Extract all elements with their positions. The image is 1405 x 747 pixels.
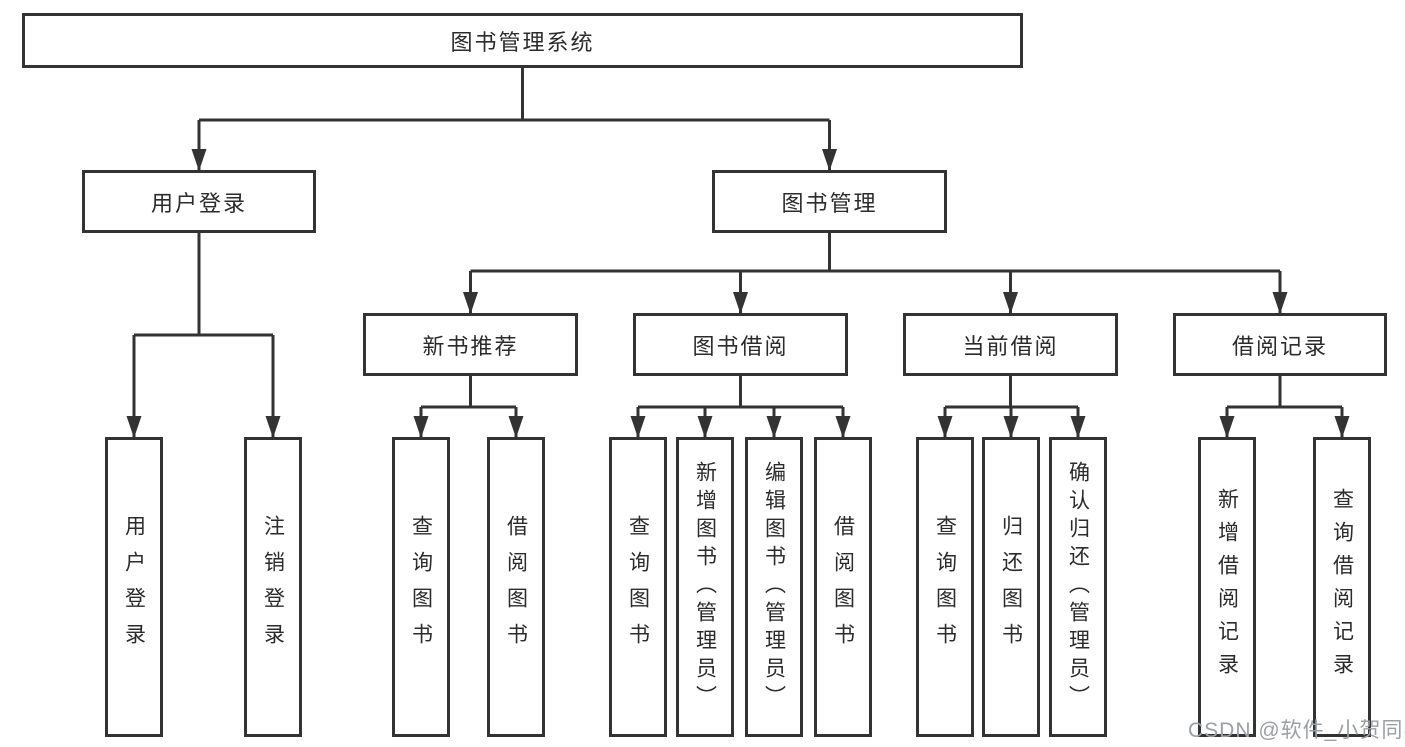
connector-borrowing-split — [638, 376, 843, 409]
node-user-login: 用户登录 — [82, 170, 316, 233]
connector-book-management-split — [470, 233, 1280, 273]
leaf-logout: 注销登录 — [244, 437, 302, 737]
node-book-borrowing: 图书借阅 — [633, 313, 848, 376]
leaf-borrow-books-borrowing: 借阅图书 — [814, 437, 872, 737]
leaf-add-book-admin: 新增图书（管理员） — [676, 437, 734, 737]
connector-root-split — [199, 68, 830, 122]
node-label: 查询借阅记录 — [1330, 488, 1354, 686]
leaf-user-login: 用户登录 — [105, 437, 163, 737]
connector-recommend-split — [421, 376, 516, 409]
node-book-management: 图书管理 — [712, 170, 947, 233]
connector-user-login-split — [134, 233, 273, 337]
node-label: 确认归还（管理员） — [1066, 461, 1090, 713]
csdn-watermark: CSDN @软件_小贺同学 — [1188, 719, 1405, 742]
node-label: 图书管理 — [781, 190, 878, 216]
node-label: 借阅图书 — [831, 515, 855, 659]
leaf-query-books-recommend: 查询图书 — [392, 437, 450, 737]
node-label: 归还图书 — [999, 515, 1023, 659]
node-label: 用户登录 — [150, 190, 247, 216]
leaf-query-books-current: 查询图书 — [916, 437, 974, 737]
leaf-confirm-return-admin: 确认归还（管理员） — [1049, 437, 1107, 737]
node-label: 新增图书（管理员） — [693, 461, 717, 713]
node-current-borrowing: 当前借阅 — [903, 313, 1118, 376]
node-label: 借阅记录 — [1231, 333, 1328, 359]
connector-current-split — [945, 376, 1078, 409]
leaf-query-books-borrowing: 查询图书 — [609, 437, 667, 737]
leaf-add-borrow-record: 新增借阅记录 — [1198, 437, 1256, 737]
node-label: 查询图书 — [409, 515, 433, 659]
leaf-query-borrow-record: 查询借阅记录 — [1313, 437, 1371, 737]
leaf-edit-book-admin: 编辑图书（管理员） — [745, 437, 803, 737]
connector-records-split — [1227, 376, 1342, 409]
leaf-return-books: 归还图书 — [982, 437, 1040, 737]
node-label: 当前借阅 — [962, 333, 1059, 359]
leaf-borrow-books-recommend: 借阅图书 — [487, 437, 545, 737]
node-borrowing-records: 借阅记录 — [1173, 313, 1387, 376]
node-label: 新书推荐 — [422, 333, 519, 359]
node-label: 注销登录 — [261, 515, 285, 659]
node-label: 新增借阅记录 — [1215, 488, 1239, 686]
node-label: 图书借阅 — [692, 333, 789, 359]
node-label: 查询图书 — [626, 515, 650, 659]
node-label: 用户登录 — [122, 515, 146, 659]
node-library-system: 图书管理系统 — [22, 13, 1023, 68]
node-label: 图书管理系统 — [450, 29, 595, 55]
node-new-book-recommend: 新书推荐 — [363, 313, 578, 376]
node-label: 借阅图书 — [504, 515, 528, 659]
node-label: 编辑图书（管理员） — [762, 461, 786, 713]
node-label: 查询图书 — [933, 515, 957, 659]
